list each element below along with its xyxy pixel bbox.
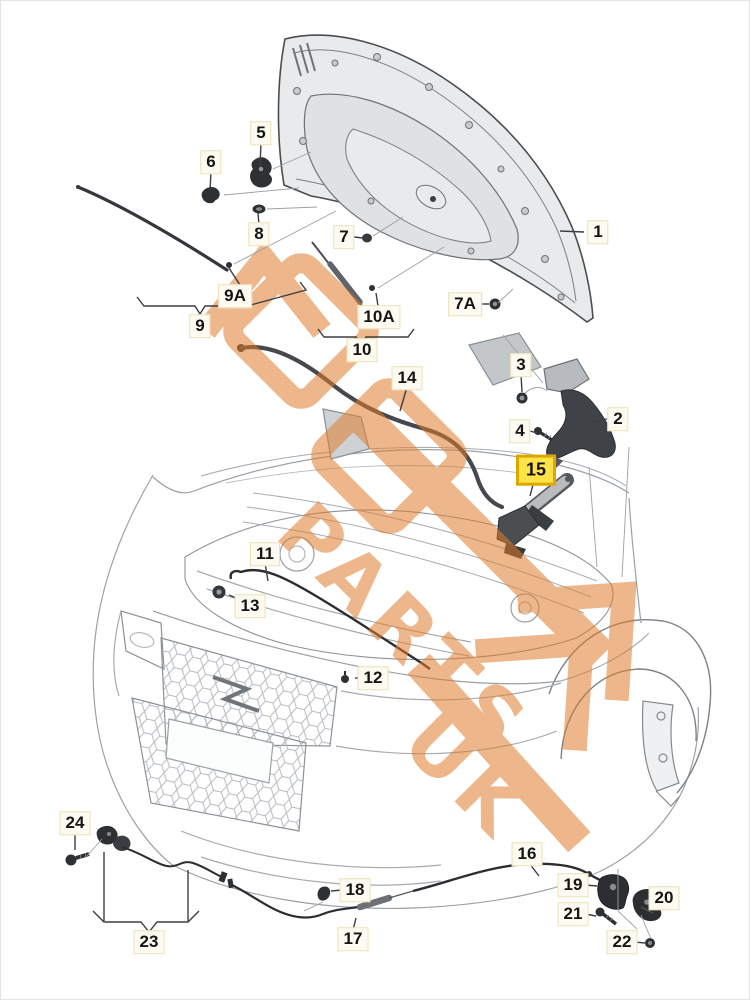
clip-8 — [252, 204, 266, 214]
cable-clip-18 — [317, 886, 331, 901]
grommet-7 — [362, 233, 372, 243]
clip-6 — [201, 187, 220, 204]
hinge-2 — [541, 389, 616, 471]
grommet-13 — [212, 585, 226, 599]
car-front-body — [92, 332, 712, 909]
gas-strut-15 — [496, 473, 574, 559]
clip-12 — [341, 671, 349, 683]
aux-cable-23 — [96, 825, 228, 883]
lock-19 — [597, 874, 630, 910]
release-cable-11 — [229, 568, 431, 670]
bolt-24 — [65, 852, 90, 866]
grommet-7a — [489, 298, 501, 310]
hinge-nut-3 — [516, 392, 528, 404]
lock-nut-22 — [645, 938, 655, 948]
bonnet-panel — [277, 34, 594, 323]
lock-catch-20 — [632, 888, 662, 922]
release-cable-rear-16 — [412, 862, 608, 893]
bonnet-seal-strip — [76, 185, 232, 272]
latch-hook-5 — [250, 157, 272, 188]
lock-bolt-21 — [595, 907, 618, 926]
release-cable-front-17 — [227, 878, 414, 919]
